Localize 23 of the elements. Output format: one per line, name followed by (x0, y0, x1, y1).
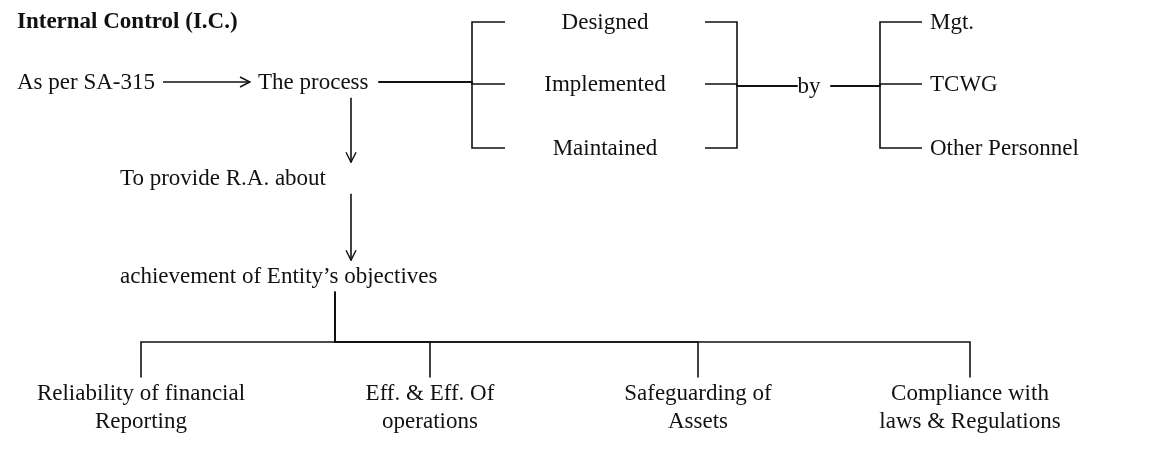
diagram-title: Internal Control (I.C.) (17, 7, 238, 35)
text-label: Compliance with laws & Regulations (867, 379, 1073, 435)
text-label: Eff. & Eff. Of operations (350, 379, 510, 435)
text-label: Designed (505, 8, 705, 36)
text-label: achievement of Entity’s objectives (120, 262, 438, 290)
connector-line (704, 85, 799, 149)
connector-line (377, 81, 506, 149)
text-label: Safeguarding of Assets (623, 379, 773, 435)
text-label: Reliability of financial Reporting (33, 379, 249, 435)
text-label: Mgt. (930, 8, 975, 36)
text-label: The process (258, 68, 369, 96)
text-label: TCWG (930, 70, 998, 98)
text-label: by (797, 72, 821, 100)
text-label: To provide R.A. about (120, 164, 326, 192)
text-label: Maintained (505, 134, 705, 162)
arrow (162, 76, 251, 88)
connector-line (829, 85, 923, 149)
text-label: As per SA-315 (17, 68, 155, 96)
text-label: Other Personnel (930, 134, 1079, 162)
text-label: Implemented (505, 70, 705, 98)
arrow (345, 193, 357, 261)
connector-line (334, 291, 971, 379)
arrow (345, 97, 357, 163)
